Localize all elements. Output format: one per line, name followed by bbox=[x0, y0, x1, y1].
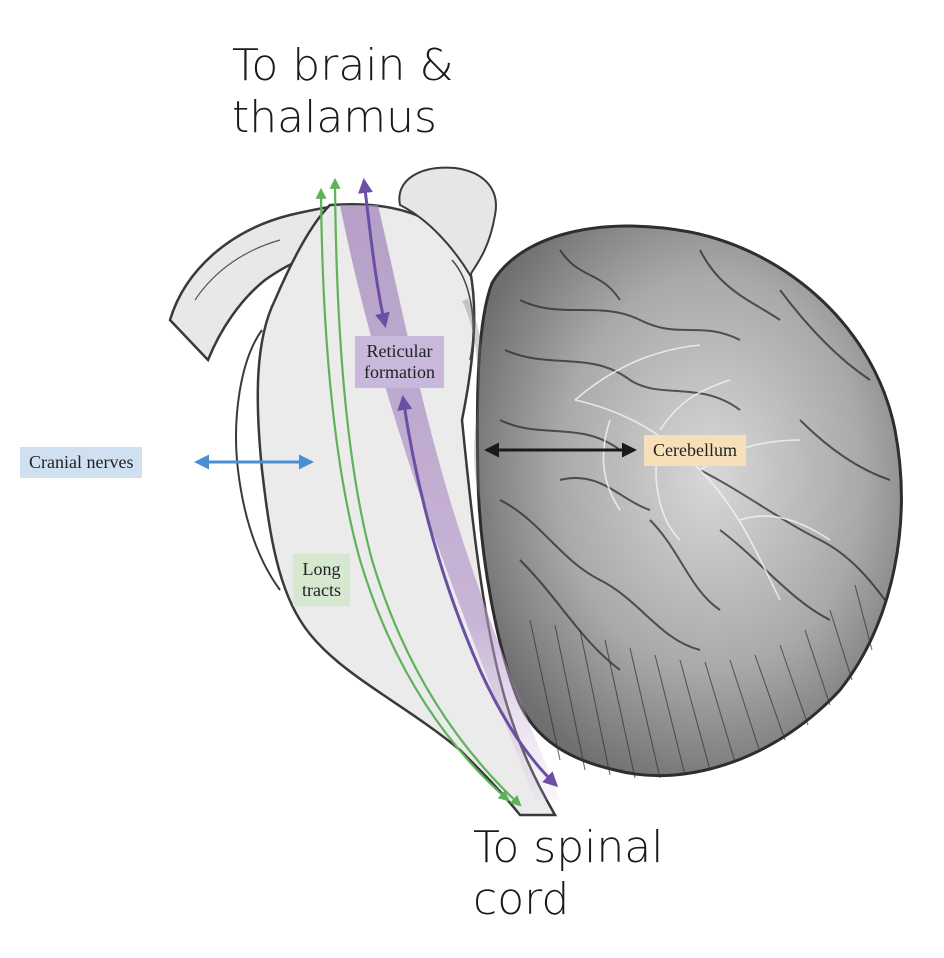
reticular-arrow-down bbox=[397, 395, 559, 788]
cranial-nerves-label: Cranial nerves bbox=[20, 447, 143, 478]
to-spinal-cord-label: To spinal cord bbox=[473, 822, 664, 925]
cerebellum-label: Cerebellum bbox=[644, 435, 746, 466]
reticular-arrow-up bbox=[358, 178, 390, 328]
cerebellum-drawing bbox=[475, 224, 903, 779]
reticular-formation-label: Reticular formation bbox=[355, 336, 444, 388]
long-tracts-label: Long tracts bbox=[293, 554, 350, 606]
to-brain-thalamus-label: To brain & thalamus bbox=[232, 40, 454, 143]
